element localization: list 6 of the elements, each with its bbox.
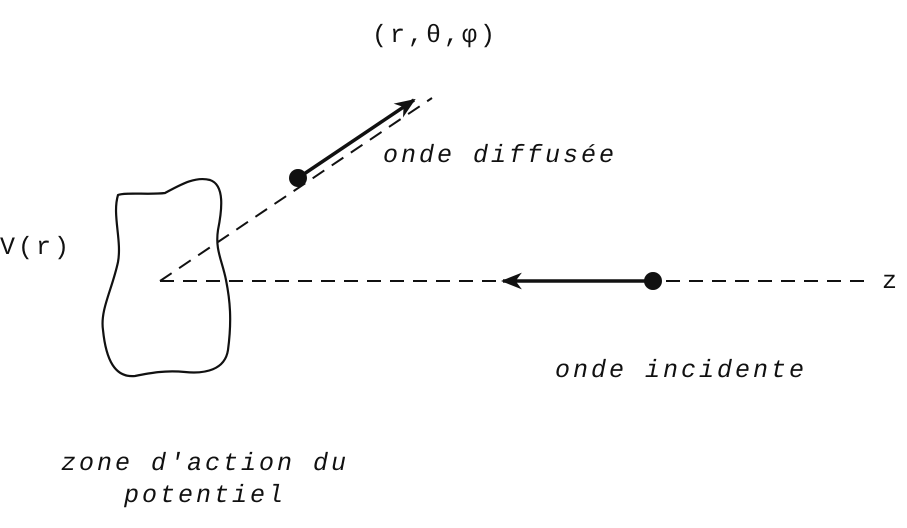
axis-label: z	[882, 266, 900, 298]
wave-label: onde diffusée	[383, 140, 618, 172]
wave-label: onde incidente	[555, 355, 808, 387]
coordinate-label: (r,θ,φ)	[372, 20, 498, 52]
potential-label: V(r)	[0, 232, 72, 264]
region-caption: zone d'action du potentiel	[60, 448, 350, 512]
